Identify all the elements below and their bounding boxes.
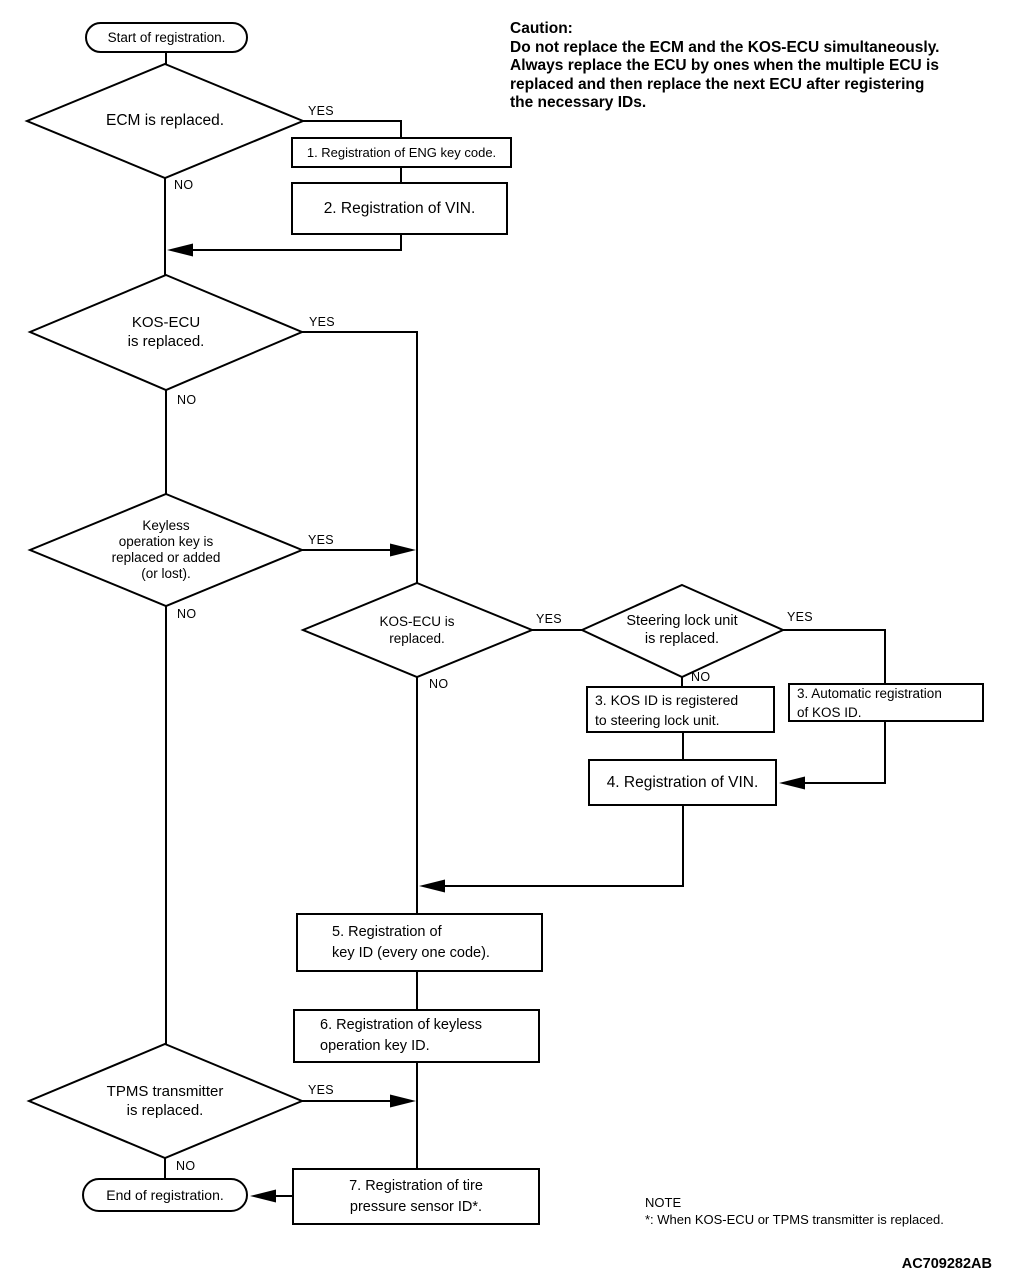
connector-steering-yes: [783, 629, 886, 684]
step-2-box: 2. Registration of VIN.: [291, 182, 508, 235]
note-title: NOTE: [645, 1195, 682, 1210]
arrowhead-tpms-yes: [390, 1094, 416, 1108]
step-7-box: 7. Registration of tire pressure sensor …: [292, 1168, 540, 1225]
decision-keyless-key-shape: [27, 492, 305, 608]
step-3-auto-box: 3. Automatic registration of KOS ID.: [788, 683, 984, 722]
start-terminal: Start of registration.: [85, 22, 248, 53]
connector-kos-yes: [302, 331, 418, 584]
no-label-tpms: NO: [176, 1159, 196, 1173]
decision-ecm-shape: [24, 62, 306, 180]
caution-line: Always replace the ECU by ones when the …: [510, 57, 939, 74]
no-label-kos-ecu-check: NO: [429, 677, 449, 691]
decision-kos-ecu-shape: [27, 273, 305, 392]
caution-title: Caution:: [510, 20, 573, 37]
connector-ecm-yes: [303, 120, 402, 138]
note-text: *: When KOS-ECU or TPMS transmitter is r…: [645, 1212, 944, 1227]
arrowhead-into-step4: [779, 776, 805, 790]
no-label-ecm: NO: [174, 178, 194, 192]
connector-step2-mainline: [190, 235, 402, 251]
step-4-box: 4. Registration of VIN.: [588, 759, 777, 806]
arrowhead-into-mainline-top: [167, 243, 193, 257]
yes-label-kos-ecu-check: YES: [536, 612, 562, 626]
caution-line: the necessary IDs.: [510, 94, 647, 111]
no-label-steering-lock: NO: [691, 670, 711, 684]
note-block: NOTE *: When KOS-ECU or TPMS transmitter…: [645, 1194, 944, 1228]
arrowhead-keyless-yes: [390, 543, 416, 557]
decision-tpms-shape: [26, 1042, 305, 1160]
arrowhead-into-end: [250, 1189, 276, 1203]
decision-steering-lock-shape: [579, 583, 786, 679]
caution-line: Do not replace the ECM and the KOS-ECU s…: [510, 38, 940, 56]
connector-step3auto-step4: [800, 722, 886, 784]
yes-label-ecm: YES: [308, 104, 334, 118]
step-6-box: 6. Registration of keyless operation key…: [293, 1009, 540, 1063]
connector-step4-mainline: [440, 806, 684, 887]
step-5-box: 5. Registration of key ID (every one cod…: [296, 913, 543, 972]
decision-kos-ecu-check-shape: [300, 581, 535, 679]
yes-label-keyless-key: YES: [308, 533, 334, 547]
caution-block: Caution: Do not replace the ECM and the …: [510, 20, 1005, 113]
yes-label-kos-ecu: YES: [309, 315, 335, 329]
arrowhead-into-mainline-mid: [419, 879, 445, 893]
caution-line: replaced and then replace the next ECU a…: [510, 75, 925, 93]
step-1-box: 1. Registration of ENG key code.: [291, 137, 512, 168]
step-3-kos-id-box: 3. KOS ID is registered to steering lock…: [586, 686, 775, 733]
figure-code: AC709282AB: [901, 1256, 992, 1272]
yes-label-tpms: YES: [308, 1083, 334, 1097]
no-label-kos-ecu: NO: [177, 393, 197, 407]
end-terminal: End of registration.: [82, 1178, 248, 1212]
no-label-keyless-key: NO: [177, 607, 197, 621]
yes-label-steering-lock: YES: [787, 610, 813, 624]
